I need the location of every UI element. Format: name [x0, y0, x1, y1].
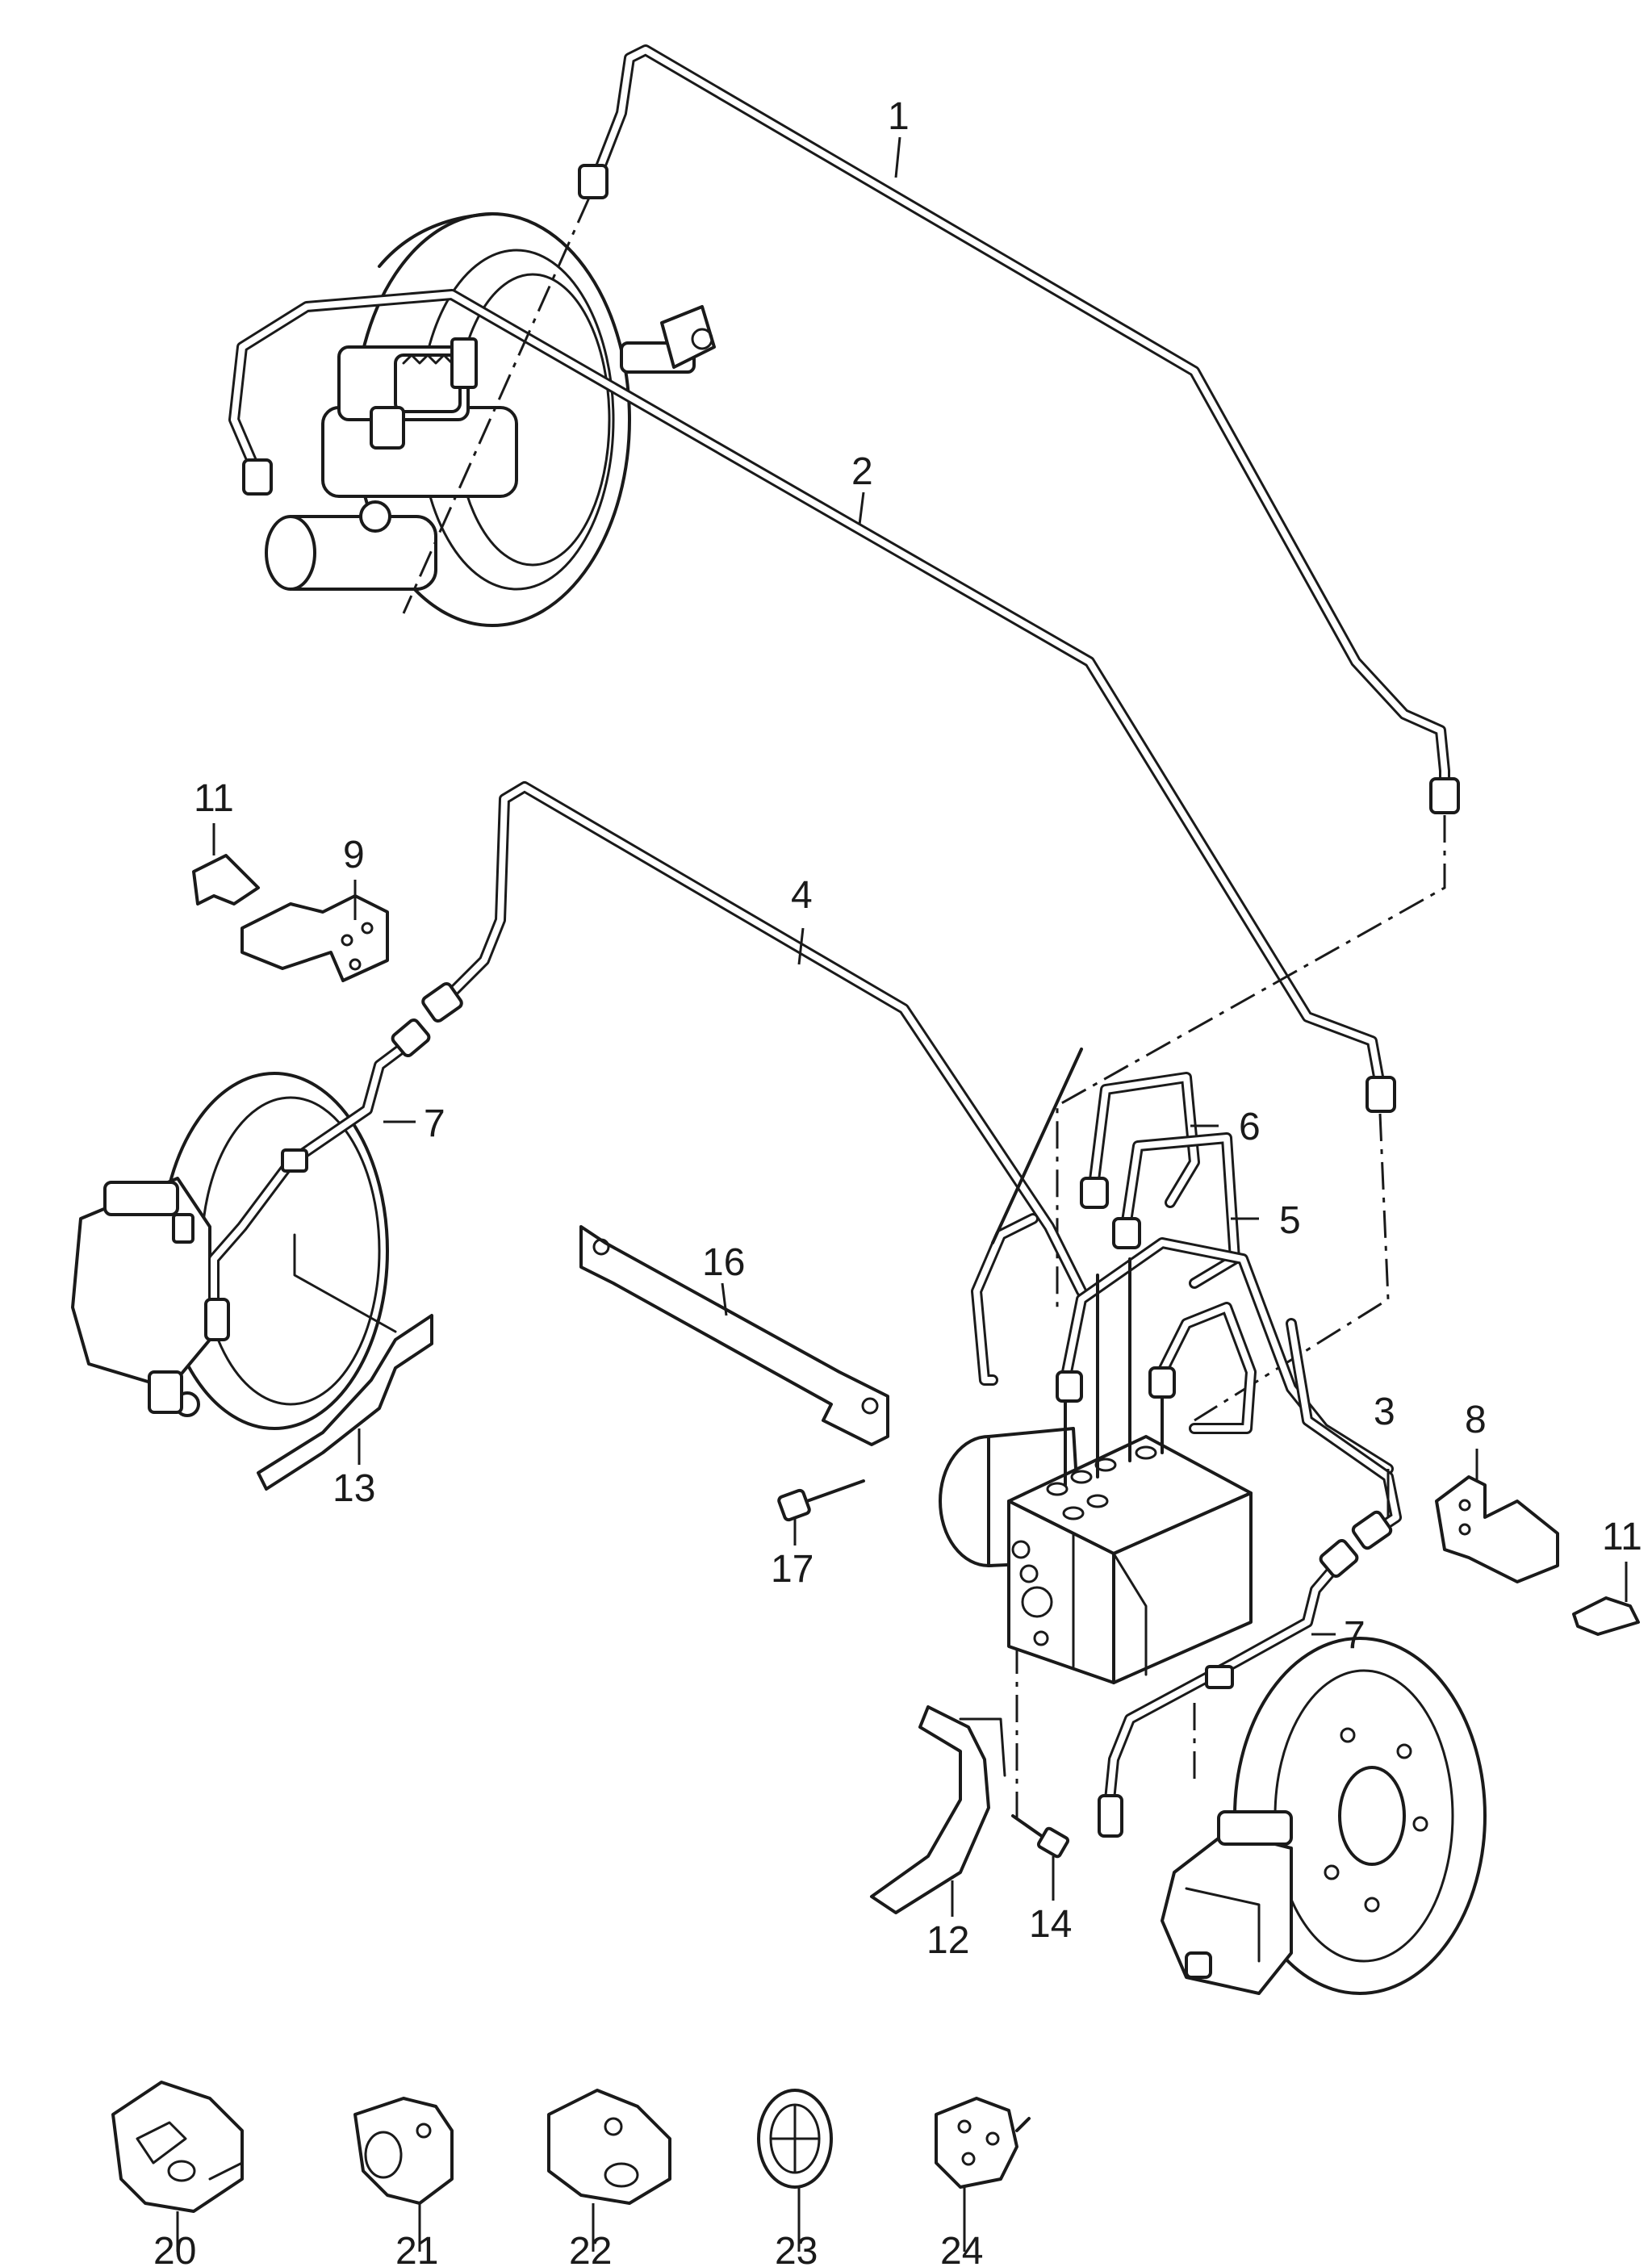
callout-8: 8: [1465, 1399, 1487, 1441]
leader-lines: [176, 136, 1628, 2252]
front-right-brake-assembly: [1161, 1637, 1487, 1995]
brake-booster-assembly: [265, 212, 716, 627]
manifold-lines: [971, 1048, 1394, 1487]
clip-24: [935, 2097, 1031, 2189]
abs-hydraulic-unit: [939, 1427, 1253, 1684]
callout-11-right: 11: [1602, 1516, 1642, 1558]
callout-7-right: 7: [1344, 1614, 1366, 1657]
brake-hose-left: [204, 1018, 431, 1341]
callout-21: 21: [395, 2230, 438, 2267]
brake-line-2: [228, 289, 1396, 1113]
clip-22: [547, 2089, 671, 2205]
bracket-8: [1435, 1475, 1559, 1583]
clip-20: [111, 2081, 244, 2213]
callout-7-left: 7: [424, 1102, 445, 1145]
callout-9: 9: [343, 834, 365, 876]
brake-line-5: [1112, 1132, 1240, 1289]
callout-16: 16: [702, 1241, 745, 1284]
callout-12: 12: [926, 1919, 969, 1962]
callout-3: 3: [1374, 1391, 1395, 1433]
clip-21: [353, 2097, 454, 2205]
bracket-9: [240, 894, 389, 982]
bracket-16: [579, 1225, 889, 1446]
callout-labels: 1 2 3 4 5 6 7 7 8 9 11 11 12 13 14 16 17…: [153, 95, 1642, 2267]
callout-5: 5: [1279, 1199, 1301, 1242]
bracket-13: [257, 1233, 433, 1491]
bolt-14: [1011, 1814, 1070, 1859]
callout-23: 23: [775, 2230, 818, 2267]
brake-line-6: [1080, 1072, 1200, 1209]
callout-24: 24: [940, 2230, 983, 2267]
callout-22: 22: [569, 2230, 612, 2267]
callout-20: 20: [153, 2230, 196, 2267]
brake-hose-right: [1098, 1538, 1359, 1838]
callout-17: 17: [771, 1548, 813, 1591]
callout-13: 13: [332, 1467, 375, 1510]
bolt-17: [777, 1479, 865, 1522]
callout-4: 4: [791, 874, 813, 917]
brake-line-1: [578, 44, 1460, 814]
brake-line-4: [421, 781, 1087, 1297]
callout-2: 2: [851, 450, 873, 493]
clip-11-left: [192, 854, 260, 906]
callout-14: 14: [1029, 1903, 1072, 1946]
clip-11-right: [1572, 1596, 1640, 1636]
connection-line: [1194, 1113, 1390, 1422]
callout-6: 6: [1239, 1106, 1261, 1148]
callout-11-left: 11: [194, 777, 234, 820]
callout-1: 1: [888, 95, 910, 138]
clip-23: [757, 2089, 833, 2189]
connection-line: [1056, 815, 1446, 1307]
bracket-12: [870, 1705, 1006, 1914]
